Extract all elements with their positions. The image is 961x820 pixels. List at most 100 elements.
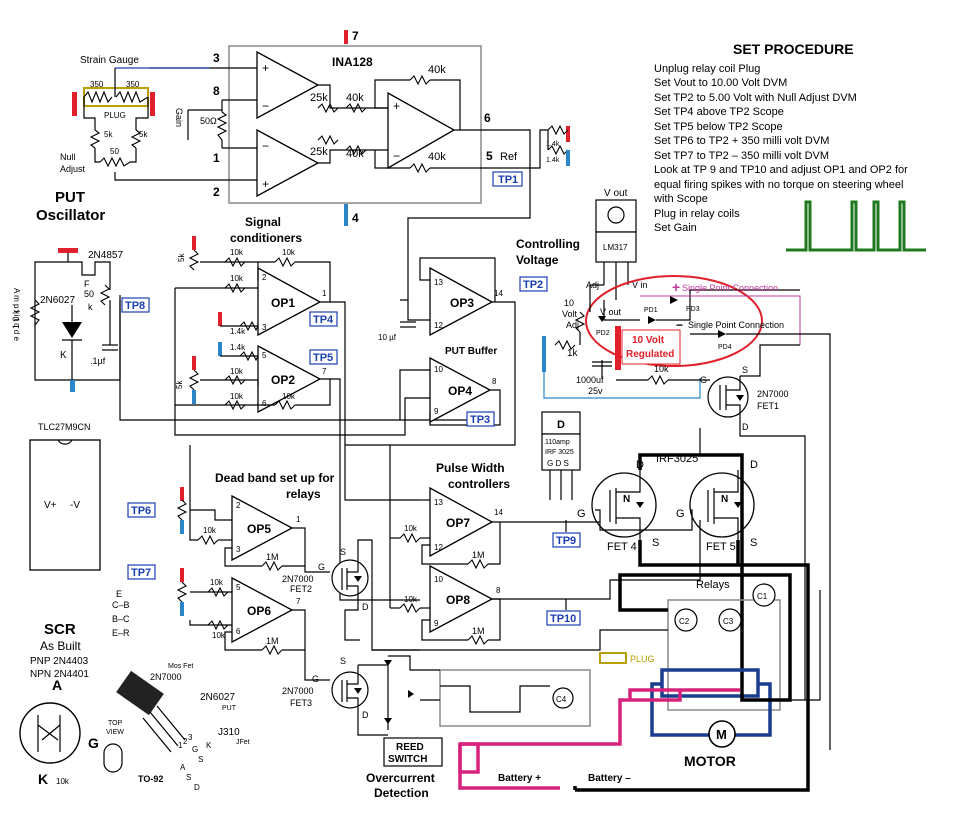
ina-input-opamp-2: [256, 128, 320, 198]
op2-trim-pot[interactable]: [188, 369, 200, 391]
put-diode-symbol: [62, 322, 82, 338]
procedure-title: SET PROCEDURE: [733, 41, 854, 57]
tlc27m9cn-chip: TLC27M9CN V+ -V: [29, 422, 101, 571]
voltadj-3: Adj: [566, 320, 579, 330]
fet3-circle: [331, 671, 369, 709]
pin8-label: 8: [213, 84, 220, 98]
fet1-g: G: [700, 375, 707, 385]
vout-label: V out: [600, 307, 622, 317]
svg-text:−: −: [262, 99, 269, 113]
jfet-label: 2N4857: [88, 250, 123, 261]
fet5-g: G: [676, 508, 685, 520]
amp-10k: 1 0 k: [11, 309, 21, 329]
fet2-type: 2N7000: [282, 574, 314, 584]
tp8-box[interactable]: [121, 297, 150, 313]
ref-14k-b: 1.4k: [546, 157, 560, 164]
pd3-label: PD3: [686, 306, 700, 313]
irf-amp: 110amp: [545, 439, 570, 446]
tp5-box[interactable]: [309, 349, 338, 365]
tp7-box[interactable]: [127, 564, 156, 580]
fet4-name: FET 4: [607, 541, 637, 553]
scr-er: E–R: [112, 628, 130, 638]
scr-10k: 10k: [56, 777, 70, 786]
n6027-label: 2N6027: [200, 692, 235, 703]
lm317-label: LM317: [603, 243, 628, 252]
svg-text:1: 1: [322, 289, 327, 298]
battery-minus: Battery –: [588, 773, 631, 784]
reed-1: REED: [396, 742, 424, 753]
svg-text:2: 2: [262, 273, 267, 282]
op4-opamp: [429, 356, 492, 424]
svg-text:−: −: [393, 149, 400, 163]
irf-d-top: D: [557, 419, 565, 431]
pin3-label: 3: [213, 51, 220, 65]
mosfet-label: Mos Fet: [168, 663, 193, 670]
fet5-d: D: [750, 459, 758, 471]
svg-text:D: D: [362, 602, 369, 612]
overcurrent-box: [439, 669, 591, 727]
op7-1m: 1M: [472, 550, 485, 560]
fet5-n: N: [721, 494, 728, 505]
svg-text:13: 13: [434, 278, 443, 287]
tp10-box[interactable]: [546, 610, 581, 626]
single-point-1: Single Point Connection: [682, 283, 778, 293]
tp3-box[interactable]: [466, 411, 495, 427]
tp7-label: TP7: [131, 567, 151, 579]
svg-text:3: 3: [236, 545, 241, 554]
tp1-box[interactable]: [492, 171, 523, 187]
tp9-box[interactable]: [552, 532, 581, 548]
relay-c1-label: C1: [757, 592, 768, 601]
fet4-circle: [591, 472, 657, 538]
svg-text:S: S: [198, 755, 203, 764]
procedure-step: Set TP4 above TP2 Scope: [654, 106, 784, 118]
fet1-d: D: [742, 422, 749, 432]
null-label-1: Null: [60, 152, 76, 162]
red-marker-vout: [615, 326, 621, 370]
vout-adj-pot[interactable]: [574, 311, 586, 333]
tp4-box[interactable]: [309, 311, 338, 327]
reed-switch-box[interactable]: [383, 737, 443, 767]
fet2-circle: [331, 559, 369, 597]
svg-text:+: +: [393, 99, 400, 113]
gauge-plug-label: PLUG: [104, 111, 126, 120]
tp6-box[interactable]: [127, 502, 156, 518]
ina-r-40k-b: 40k: [346, 148, 364, 160]
relay-c1[interactable]: [752, 583, 776, 607]
svg-text:G: G: [192, 745, 198, 754]
tp7-pot[interactable]: [176, 581, 188, 603]
dead-band-section: Dead band set up for relays TP6 OP5 231 …: [127, 445, 420, 736]
svg-text:S: S: [340, 547, 346, 557]
svg-text:A: A: [180, 763, 186, 772]
tp5-label: TP5: [313, 352, 333, 364]
svg-text:K: K: [206, 741, 212, 750]
op1-trim-pot[interactable]: [188, 249, 200, 271]
buf-title: PUT Buffer: [445, 346, 497, 357]
ctrl-title-2: Voltage: [516, 253, 559, 267]
ina128-label: INA128: [332, 55, 373, 69]
relay-c2[interactable]: [674, 608, 698, 632]
null-adjust-pot[interactable]: [99, 156, 131, 168]
put-oscillator: PUT Oscillator 2N4857 F 50 k 2N6027 A m …: [11, 189, 470, 421]
gauge-5k-a: 5k: [104, 130, 113, 139]
put-title-2: Oscillator: [36, 207, 105, 224]
relay-c3[interactable]: [718, 608, 742, 632]
tp2-box[interactable]: [519, 276, 548, 292]
null-label-2: Adjust: [60, 164, 86, 174]
relay-c4[interactable]: [552, 687, 574, 709]
tp3-label: TP3: [470, 414, 490, 426]
tp6-pot[interactable]: [176, 499, 188, 521]
gauge-5k-b: 5k: [139, 130, 148, 139]
amplitude-pot[interactable]: [29, 299, 41, 326]
cap-1000: 1000uf: [576, 375, 604, 385]
irf-pins: G D S: [547, 459, 569, 468]
freq-pot[interactable]: [99, 284, 111, 306]
put-part: 2N6027: [40, 295, 75, 306]
sig-r10k-f: 10k: [282, 392, 296, 401]
fet1-s: S: [742, 365, 748, 375]
op2-opamp: [257, 344, 322, 414]
fet3-name: FET3: [290, 698, 312, 708]
sig-r10k-e: 10k: [230, 392, 244, 401]
svg-text:6: 6: [236, 627, 241, 636]
svg-text:D: D: [194, 783, 200, 792]
